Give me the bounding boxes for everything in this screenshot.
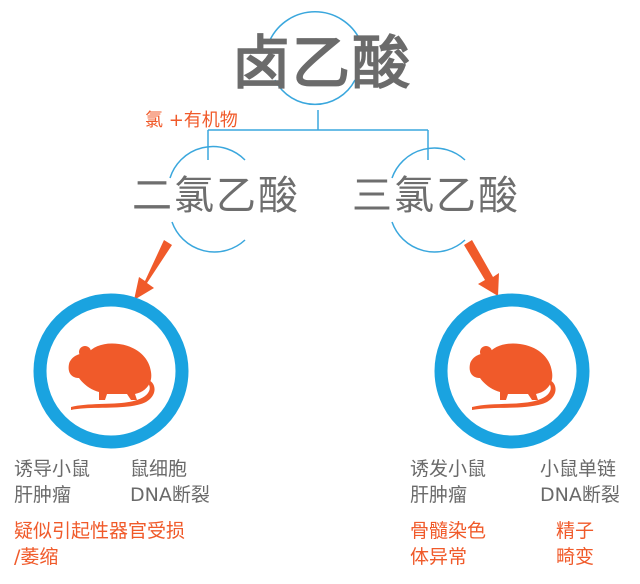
mouse-icon xyxy=(469,343,556,410)
left-effect: 肝肿瘤 xyxy=(14,484,72,506)
right-effect: DNA断裂 xyxy=(540,484,620,506)
left-suspected: /萎缩 xyxy=(14,546,59,568)
arrow-icon xyxy=(134,240,172,300)
left-effect: 诱导小鼠 xyxy=(14,458,91,480)
right-hazard: 体异常 xyxy=(410,546,468,568)
right-hazard: 骨髓染色 xyxy=(410,520,487,542)
mouse-icon xyxy=(68,343,155,410)
left-effect: DNA断裂 xyxy=(130,484,210,506)
left-compound-arc-top xyxy=(169,145,246,179)
title-arc-top xyxy=(269,11,361,41)
left-compound: 二氯乙酸 xyxy=(132,173,300,219)
right-compound: 三氯乙酸 xyxy=(352,173,520,219)
arrow-icon xyxy=(464,240,499,296)
right-effect: 小鼠单链 xyxy=(540,458,617,480)
page-title: 卤乙酸 xyxy=(232,29,413,97)
right-effect: 肝肿瘤 xyxy=(410,484,468,506)
right-hazard: 精子 xyxy=(556,520,595,542)
right-compound-arc-top xyxy=(391,147,466,179)
title-arc xyxy=(274,79,356,106)
right-compound-arc-bottom xyxy=(391,221,466,253)
right-effect: 诱发小鼠 xyxy=(410,458,487,480)
condition-label: 氯 +有机物 xyxy=(145,110,238,131)
left-suspected: 疑似引起性器官受损 xyxy=(14,520,186,542)
left-effect: 鼠细胞 xyxy=(130,458,188,480)
left-compound-arc-bottom xyxy=(171,221,246,253)
tree-connector xyxy=(207,110,429,160)
right-hazard: 畸变 xyxy=(556,546,595,568)
